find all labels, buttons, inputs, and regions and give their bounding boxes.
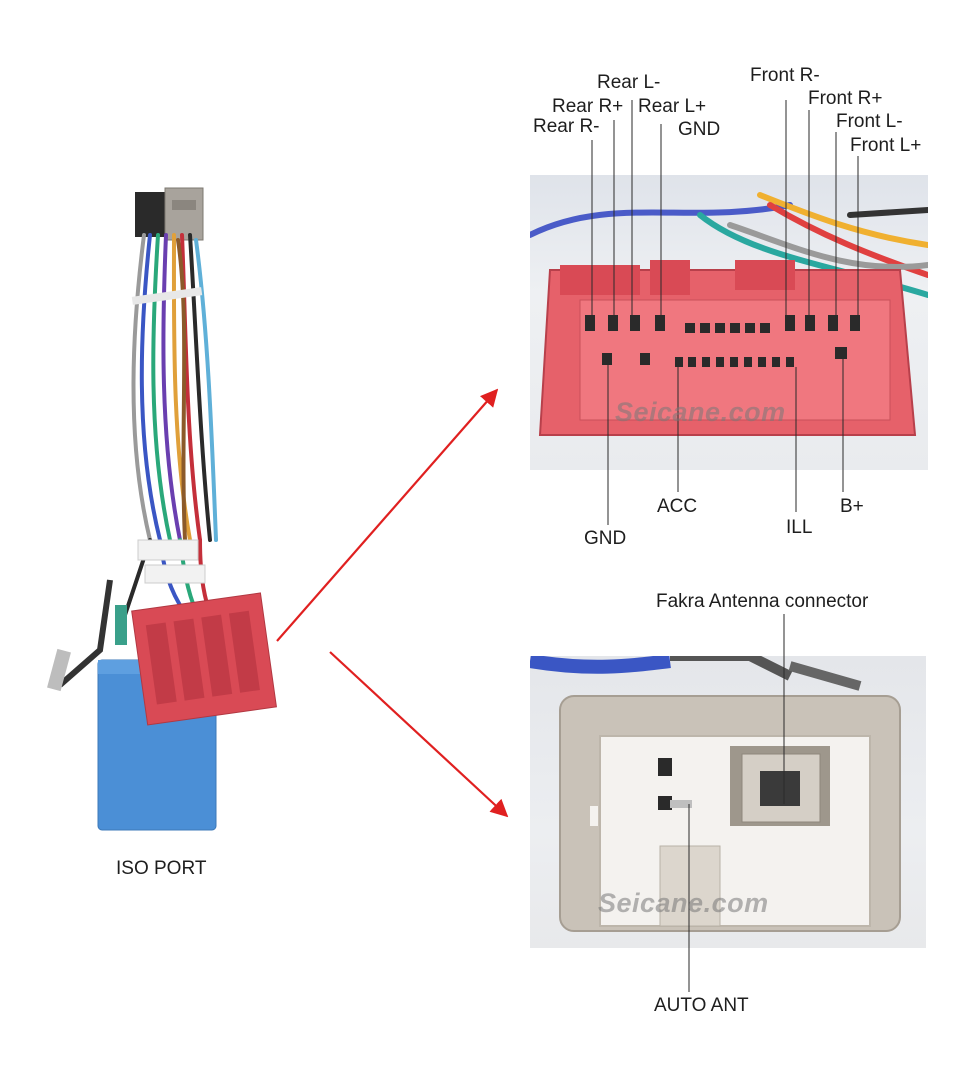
pin-label-rear-l-minus: Rear L- (597, 72, 661, 93)
antenna-connector-photo: Seicane.com (530, 656, 926, 948)
pin-label-rear-l-plus: Rear L+ (638, 96, 707, 117)
pin-label-rear-r-plus: Rear R+ (552, 96, 624, 117)
auto-ant-callout-line (688, 948, 690, 992)
pin-label-front-l-plus: Front L+ (850, 135, 922, 156)
pin-label-rear-r-minus: Rear R- (533, 116, 600, 137)
arrow-to-power-connector (276, 388, 499, 642)
harness-illustration (47, 187, 277, 831)
antenna-connector-illustration (530, 656, 901, 948)
pin-label-gnd-top: GND (678, 119, 721, 140)
pin-label-b-plus: B+ (840, 496, 864, 517)
fakra-callout-line (783, 614, 785, 658)
pin-label-gnd-bottom: GND (584, 528, 627, 549)
iso-port-caption: ISO PORT (116, 858, 207, 879)
fakra-antenna-label: Fakra Antenna connector (656, 591, 869, 612)
power-connector-illustration (530, 175, 928, 470)
pin-label-acc: ACC (657, 496, 698, 517)
pin-label-front-l-minus: Front L- (836, 111, 903, 132)
power-connector-photo: Seicane.com (530, 175, 928, 470)
pin-label-ill: ILL (786, 517, 813, 538)
top-callout-lines (591, 100, 859, 176)
red-connector (131, 592, 277, 726)
auto-ant-label: AUTO ANT (654, 995, 749, 1016)
pin-label-front-r-minus: Front R- (750, 65, 820, 86)
watermark: Seicane.com (615, 397, 786, 427)
grey-iso-plug (164, 187, 204, 241)
arrow-to-antenna-connector (329, 651, 509, 818)
black-iso-plug (135, 192, 165, 237)
pin-label-front-r-plus: Front R+ (808, 88, 883, 109)
harness-photo (40, 180, 290, 840)
bottom-callout-lines (607, 470, 844, 525)
watermark-antenna: Seicane.com (598, 888, 769, 918)
